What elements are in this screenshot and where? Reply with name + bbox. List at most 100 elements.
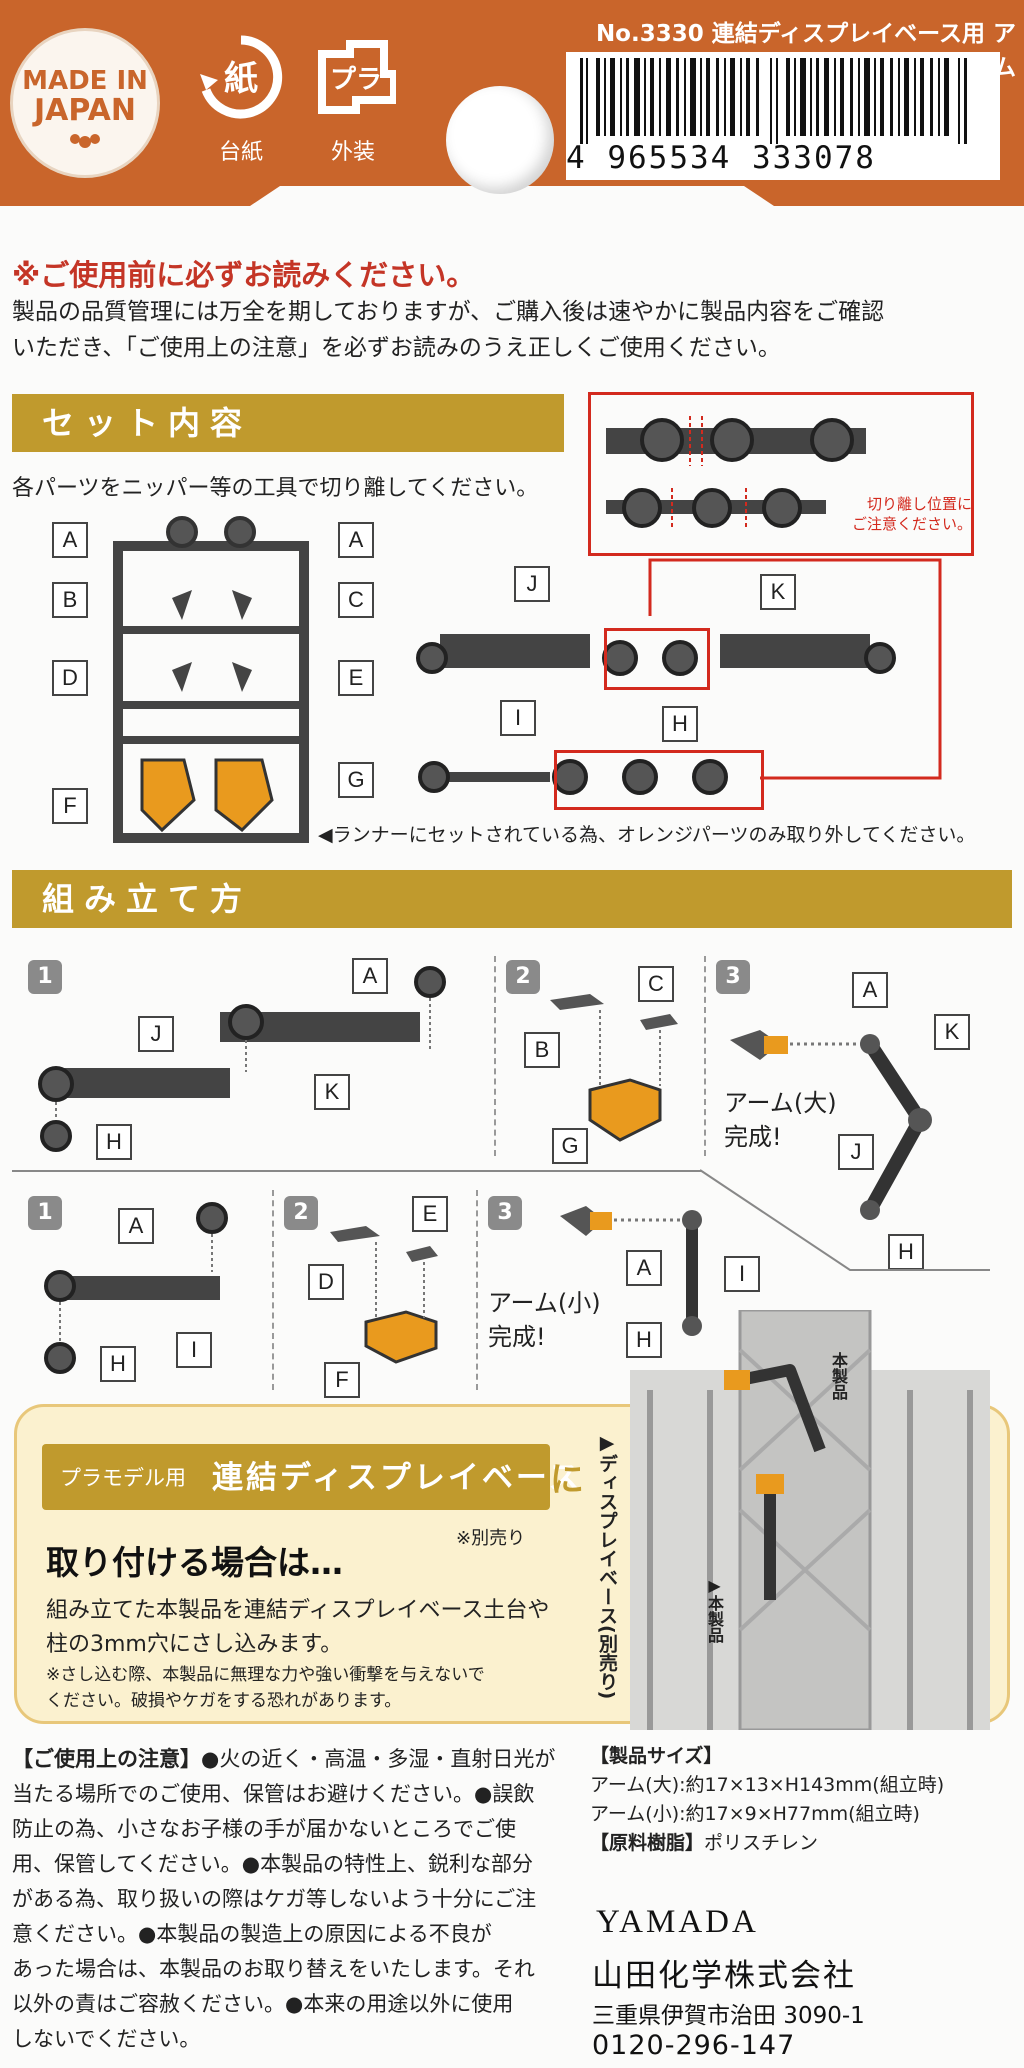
barcode <box>566 52 1000 180</box>
asm-label-a3: A <box>852 972 888 1008</box>
label-k: K <box>760 574 796 610</box>
small-arm-complete-text: アーム(小) 完成! <box>488 1286 601 1354</box>
caution-line-8: 以外の責はご容赦ください。●本来の用途以外に使用 <box>12 1992 514 2016</box>
badge-plamodel-text: プラモデル用 <box>60 1466 186 1490</box>
plastic-symbol: プラ <box>330 65 382 95</box>
arm-parts-diagram <box>416 558 942 795</box>
cut-note-line-1: 切り離し位置に <box>866 495 972 513</box>
size-heading: 【製品サイズ】 <box>590 1745 723 1767</box>
badge-particle: に <box>550 1460 584 1500</box>
asm-small-label-i3: I <box>724 1256 760 1292</box>
product-label-bottom: ▶本製品 <box>705 1576 724 1643</box>
step-3-large: 3 <box>716 960 750 994</box>
asm-label-b: B <box>524 1032 560 1068</box>
paper-recycle-icon: 紙 <box>198 34 284 120</box>
size-large: アーム(大):約17×13×H143mm(組立時) <box>590 1774 945 1796</box>
step-1-small: 1 <box>28 1196 62 1230</box>
small-arm-complete-diagram <box>560 1206 702 1336</box>
material-value: ポリスチレン <box>704 1832 819 1854</box>
step-divider-4 <box>476 1190 478 1390</box>
attach-note-line-1: ※さし込む際、本製品に無理な力や強い衝撃を与えないで <box>46 1665 485 1685</box>
warning-line-2: いただき、「ご使用上の注意」を必ずお読みのうえ正しくご使用ください。 <box>12 335 781 361</box>
size-small: アーム(小):約17×9×H77mm(組立時) <box>590 1803 920 1825</box>
asm-label-k3: K <box>934 1014 970 1050</box>
large-step1-diagram <box>38 966 446 1152</box>
attach-note: ※さし込む際、本製品に無理な力や強い衝撃を与えないで ください。破損やケガをする… <box>46 1662 586 1714</box>
usage-caution: 【ご使用上の注意】●火の近く・高温・多湿・直射日光が 当たる場所でのご使用、保管… <box>12 1742 572 2057</box>
attach-heading: 取り付ける場合は… <box>46 1543 343 1582</box>
paper-symbol: 紙 <box>224 59 258 99</box>
display-base-illustration <box>630 1310 990 1730</box>
label-g: G <box>338 762 374 798</box>
asm-label-a1: A <box>352 958 388 994</box>
small-complete-line-2: 完成! <box>488 1323 546 1351</box>
label-d: D <box>52 660 88 696</box>
label-f: F <box>52 788 88 824</box>
attach-line-1: 組み立てた本製品を連結ディスプレイベース土台や <box>46 1598 550 1623</box>
cut-position-detail <box>588 392 974 556</box>
label-e: E <box>338 660 374 696</box>
attach-note-line-2: ください。破損やケガをする恐れがあります。 <box>46 1691 402 1711</box>
small-step2-diagram <box>330 1226 438 1364</box>
asm-label-h3: H <box>888 1234 924 1270</box>
large-complete-line-2: 完成! <box>724 1123 782 1151</box>
barcode-number: 4 965534 333078 <box>566 140 876 176</box>
company-logo: YAMADA <box>596 1904 759 1940</box>
runner-note: ◀ランナーにセットされている為、オレンジパーツのみ取り外してください。 <box>318 824 976 846</box>
material-heading: 【原料樹脂】 <box>590 1832 705 1854</box>
caution-line-3: 防止の為、小さなお子様の手が届かないところでご使 <box>12 1817 516 1841</box>
assembly-title: 組み立て方 <box>12 870 1012 928</box>
sold-separately-note: ※別売り <box>456 1528 526 1549</box>
label-c: C <box>338 582 374 618</box>
asm-small-label-h3: H <box>626 1322 662 1358</box>
large-arm-complete-text: アーム(大) 完成! <box>724 1086 837 1154</box>
caution-line-7: あった場合は、本製品のお取り替えをいたします。それ <box>12 1957 535 1981</box>
joint-highlight-jk <box>604 628 710 690</box>
asm-small-label-h1: H <box>100 1346 136 1382</box>
cut-position-parts <box>606 416 866 528</box>
caution-line-5: がある為、取り扱いの際はケガ等しないよう十分にご注 <box>12 1887 537 1911</box>
warning-title: ※ご使用前に必ずお読みください。 <box>12 258 476 292</box>
display-base-vertical-label: ▶ディスプレイベース(別売り) <box>596 1432 618 1700</box>
caution-line-1: ●火の近く・高温・多湿・直射日光が <box>201 1747 556 1771</box>
warning-line-1: 製品の品質管理には万全を期しておりますが、ご購入後は速やかに製品内容をご確認 <box>12 299 885 325</box>
company-name: 山田化学株式会社 <box>592 1958 856 1994</box>
badge-display-base-text: 連結ディスプレイベース <box>212 1460 583 1496</box>
company-address: 三重県伊賀市治田 3090-1 <box>592 2003 865 2029</box>
paper-label: 台紙 <box>218 140 263 165</box>
large-arm-complete-diagram <box>730 1030 932 1220</box>
asm-label-k: K <box>314 1074 350 1110</box>
set-contents-title: セット内容 <box>12 394 564 452</box>
step-3-small: 3 <box>488 1196 522 1230</box>
runner-diagram <box>113 516 309 843</box>
small-step1-diagram <box>44 1202 228 1374</box>
asm-small-label-d: D <box>308 1264 344 1300</box>
attach-line-2: 柱の3mm穴にさし込みます。 <box>46 1632 343 1657</box>
asm-label-h1: H <box>96 1124 132 1160</box>
label-i: I <box>500 700 536 736</box>
cut-position-note: 切り離し位置に ご注意ください。 <box>842 494 972 534</box>
asm-label-j3: J <box>838 1134 874 1170</box>
asm-small-label-i: I <box>176 1332 212 1368</box>
asm-label-g: G <box>552 1128 588 1164</box>
label-a-right: A <box>338 522 374 558</box>
step-2-large: 2 <box>506 960 540 994</box>
asm-label-c: C <box>638 966 674 1002</box>
label-b: B <box>52 582 88 618</box>
display-base-badge <box>42 1444 550 1510</box>
step-divider-3 <box>272 1190 274 1390</box>
hang-hole <box>446 86 554 194</box>
caution-line-4: 用、保管してください。●本製品の特性上、鋭利な部分 <box>12 1852 534 1876</box>
step-2-small: 2 <box>284 1196 318 1230</box>
step-1-large: 1 <box>28 960 62 994</box>
label-h: H <box>662 706 698 742</box>
cutting-instruction: 各パーツをニッパー等の工具で切り離してください。 <box>12 476 539 501</box>
label-a-left: A <box>52 522 88 558</box>
row-divider <box>12 1170 702 1172</box>
product-specs: 【製品サイズ】 アーム(大):約17×13×H143mm(組立時) アーム(小)… <box>590 1742 1010 1858</box>
caution-line-9: しないでください。 <box>12 2027 201 2051</box>
asm-label-j: J <box>138 1016 174 1052</box>
caution-heading: 【ご使用上の注意】 <box>12 1747 201 1771</box>
row-divider-diagonal <box>700 1169 990 1271</box>
cut-note-line-2: ご注意ください。 <box>851 515 972 533</box>
